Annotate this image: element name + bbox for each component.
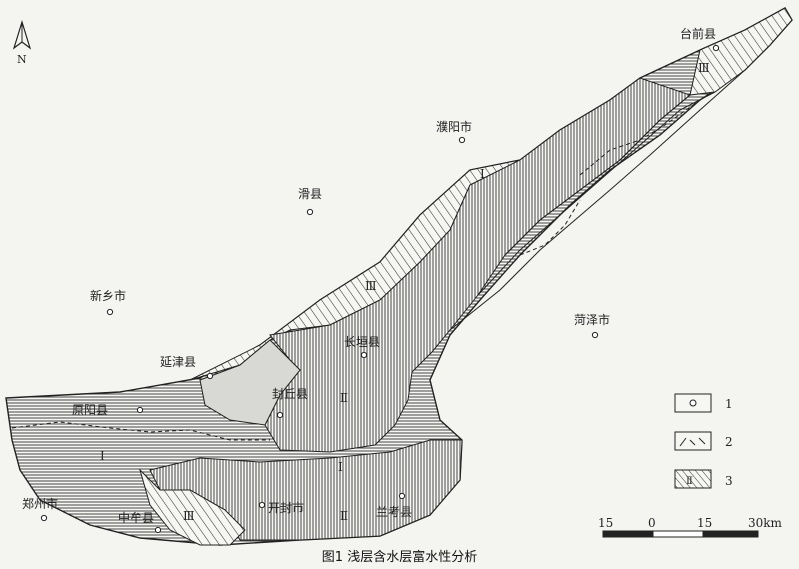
- zone-I-fengqiu: [199, 339, 301, 426]
- zone-labels: Ⅰ Ⅰ Ⅰ Ⅱ Ⅱ Ⅲ Ⅲ Ⅲ: [100, 61, 710, 523]
- city-heze: 菏泽市: [574, 312, 610, 339]
- figure-caption: 图1 浅层含水层富水性分析: [321, 550, 478, 565]
- svg-text:30km: 30km: [748, 516, 783, 530]
- legend-item-3: Ⅱ 3: [674, 469, 733, 489]
- zone-label-III-ne: Ⅲ: [698, 61, 710, 75]
- cities: 台前县 濮阳市 滑县 新乡市 菏泽市 延津县 长垣县 封丘县: [22, 26, 720, 534]
- city-kaifeng: 开封市: [258, 500, 304, 515]
- city-yanjin: 延津县: [160, 355, 214, 380]
- svg-text:长垣县: 长垣县: [344, 335, 380, 349]
- zone-II-central: [264, 77, 692, 453]
- scale-bar: 15 0 15 30km: [598, 516, 783, 538]
- zone-label-I-north: Ⅰ: [480, 167, 485, 181]
- svg-text:封丘县: 封丘县: [272, 387, 308, 401]
- city-zhongmou: 中牟县: [118, 510, 162, 534]
- zone-label-III-upper: Ⅲ: [365, 279, 377, 293]
- svg-text:郑州市: 郑州市: [22, 496, 58, 511]
- legend-zone-mark: Ⅱ: [686, 476, 693, 487]
- svg-text:2: 2: [725, 435, 733, 449]
- city-yuanyang: 原阳县: [72, 403, 144, 417]
- svg-text:开封市: 开封市: [268, 500, 304, 515]
- legend-item-1: 1: [674, 393, 733, 413]
- town-marker-icon: [689, 399, 697, 407]
- zone-III-northeast-strip: [689, 7, 793, 96]
- city-huaxian: 滑县: [298, 187, 322, 216]
- city-lankao: 兰考县: [376, 492, 412, 519]
- svg-text:延津县: 延津县: [160, 355, 196, 369]
- zone-label-I-center: Ⅰ: [338, 460, 343, 474]
- city-zhengzhou: 郑州市: [22, 496, 58, 522]
- svg-text:0: 0: [648, 516, 656, 530]
- legend-item-2: 2: [674, 431, 733, 451]
- legend: 1 2 Ⅱ 3: [674, 393, 733, 489]
- svg-text:1: 1: [725, 397, 733, 411]
- city-taiqian: 台前县: [680, 26, 720, 52]
- north-arrow-icon: N: [12, 19, 32, 66]
- city-changyuan: 长垣县: [344, 335, 380, 359]
- svg-text:中牟县: 中牟县: [118, 510, 154, 525]
- zone-label-III-zhongmou: Ⅲ: [183, 509, 195, 523]
- svg-text:兰考县: 兰考县: [376, 505, 412, 519]
- zone-label-I-left: Ⅰ: [100, 449, 105, 463]
- dashed-boundaries: [11, 99, 701, 441]
- city-xinxiang: 新乡市: [90, 288, 126, 316]
- svg-text:菏泽市: 菏泽市: [574, 312, 610, 327]
- svg-text:15: 15: [697, 516, 712, 530]
- svg-text:3: 3: [725, 474, 733, 488]
- svg-text:原阳县: 原阳县: [72, 403, 108, 417]
- svg-text:滑县: 滑县: [298, 187, 322, 201]
- svg-text:新乡市: 新乡市: [90, 288, 126, 303]
- zone-label-II-lower: Ⅱ: [340, 509, 348, 523]
- svg-text:15: 15: [598, 516, 613, 530]
- city-puyang: 濮阳市: [436, 119, 472, 144]
- north-label: N: [17, 53, 27, 66]
- dashed-boundary-icon: [679, 437, 706, 447]
- city-fengqiu: 封丘县: [272, 387, 308, 419]
- svg-text:台前县: 台前县: [680, 26, 716, 41]
- zone-III-zhongmou: [138, 468, 246, 546]
- river-channel-strips: [449, 69, 746, 331]
- zone-label-II-center: Ⅱ: [340, 391, 348, 405]
- svg-text:濮阳市: 濮阳市: [436, 119, 472, 134]
